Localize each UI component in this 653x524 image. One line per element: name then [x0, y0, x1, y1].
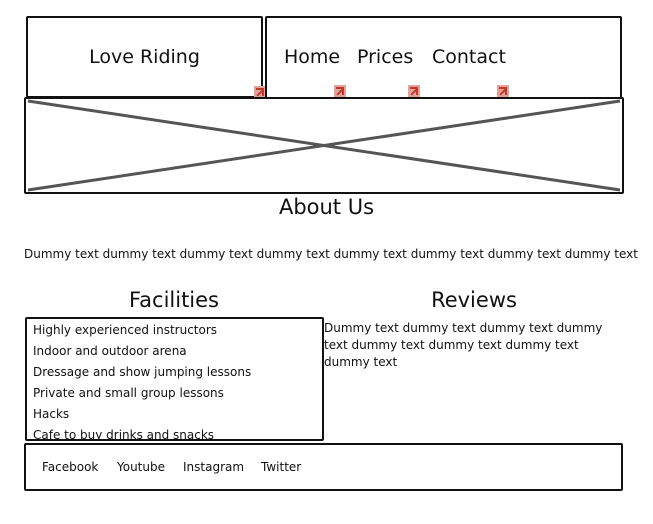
- main-nav: Home Prices Contact: [265, 16, 622, 99]
- reviews-text: Dummy text dummy text dummy text dummy t…: [324, 321, 603, 369]
- image-placeholder-icon: [27, 99, 621, 192]
- nav-prices-link[interactable]: Prices: [357, 46, 414, 68]
- facilities-list-box: Highly experienced instructors Indoor an…: [25, 317, 324, 441]
- youtube-link[interactable]: Youtube: [117, 460, 165, 474]
- nav-home-link-icon: [334, 85, 346, 97]
- footer: Facebook Youtube Instagram Twitter: [24, 443, 623, 491]
- nav-contact-link[interactable]: Contact: [432, 46, 506, 68]
- nav-home-link[interactable]: Home: [284, 46, 341, 68]
- list-item: Indoor and outdoor arena: [33, 344, 187, 358]
- list-item: Dressage and show jumping lessons: [33, 365, 252, 379]
- facebook-link[interactable]: Facebook: [42, 460, 99, 474]
- instagram-link[interactable]: Instagram: [183, 460, 245, 474]
- logo-link-icon: [254, 86, 266, 98]
- nav-prices-link-icon: [408, 85, 420, 97]
- list-item: Hacks: [33, 407, 70, 421]
- reviews-heading: Reviews: [431, 288, 517, 312]
- nav-contact-link-icon: [497, 85, 509, 97]
- twitter-link[interactable]: Twitter: [261, 460, 302, 474]
- about-text: Dummy text dummy text dummy text dummy t…: [24, 247, 638, 261]
- about-heading: About Us: [278, 195, 375, 219]
- hero-image-placeholder: [24, 97, 624, 194]
- list-item: Cafe to buy drinks and snacks: [33, 428, 215, 441]
- list-item: Private and small group lessons: [33, 386, 224, 400]
- logo-box[interactable]: Love Riding: [26, 16, 263, 98]
- site-logo[interactable]: Love Riding: [89, 46, 200, 68]
- list-item: Highly experienced instructors: [33, 323, 218, 337]
- facilities-heading: Facilities: [129, 288, 219, 312]
- facilities-list: Highly experienced instructors Indoor an…: [27, 319, 322, 441]
